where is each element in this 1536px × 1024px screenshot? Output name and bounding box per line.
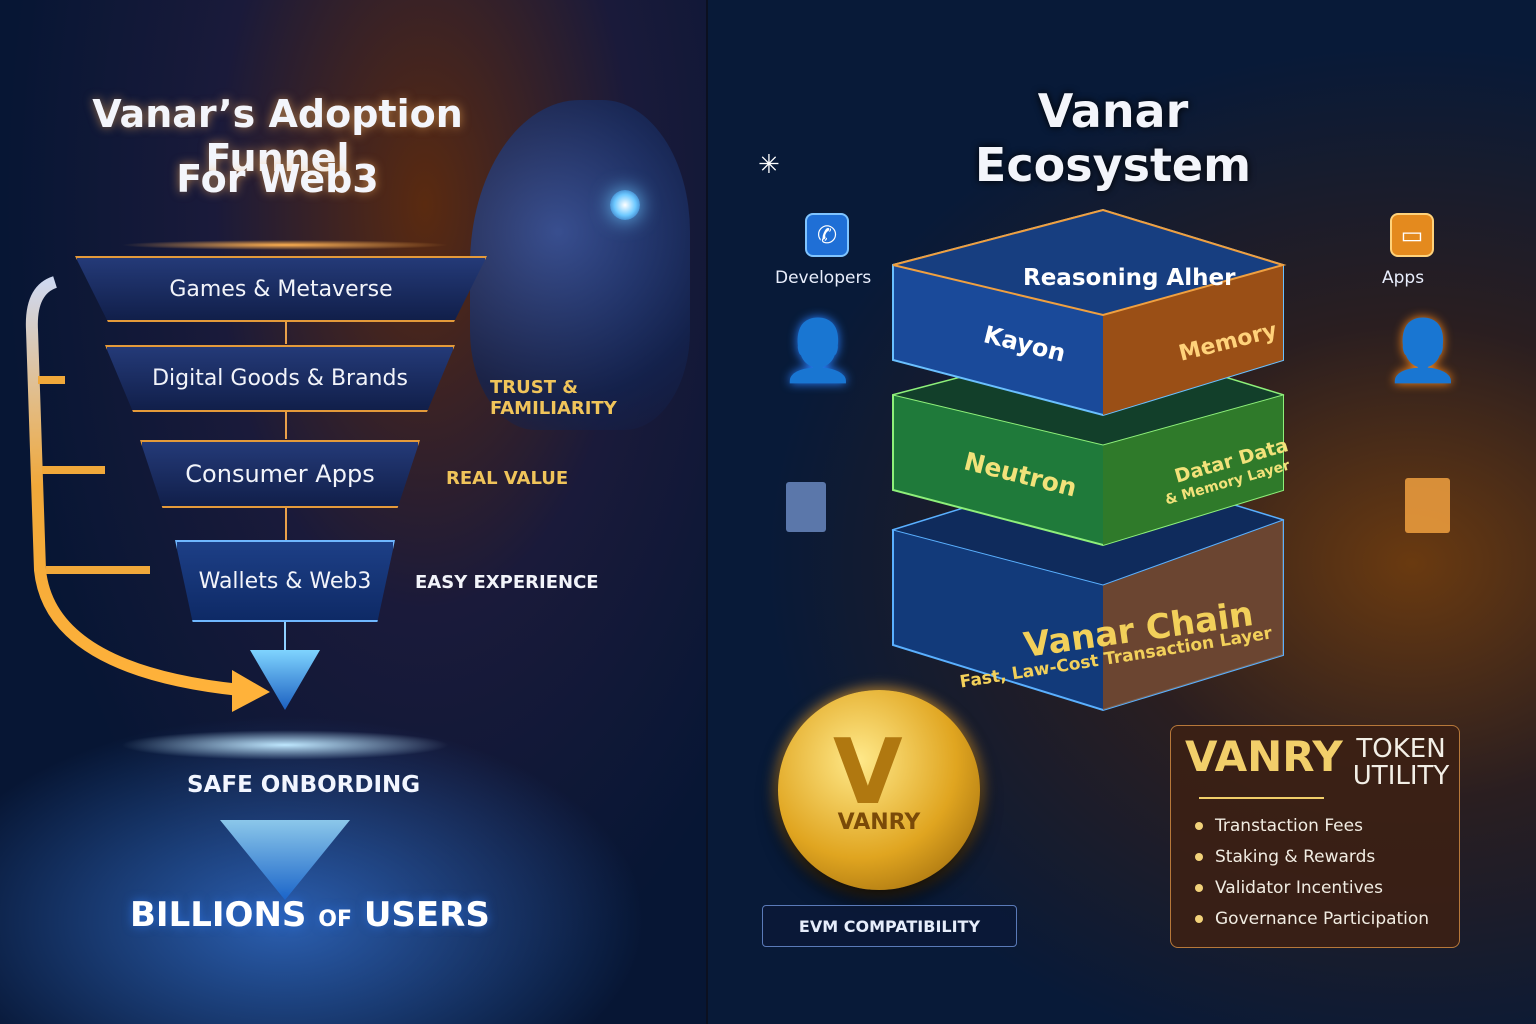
ai-head-illustration xyxy=(470,100,690,430)
vanry-coin: V VANRY xyxy=(778,690,980,890)
billions-users-heading: BILLIONS OF USERS xyxy=(130,895,490,935)
funnel-arrow xyxy=(284,622,286,662)
funnel-title: Vanar’s Adoption Funnel xyxy=(92,92,463,180)
ecosystem-panel: Vanar Ecosystem ✳ ✆ Developers 👤 ▭ Apps … xyxy=(708,0,1536,1024)
app-user-figures-icon: 👤 xyxy=(1385,316,1461,386)
item-text: Validator Incentives xyxy=(1215,878,1383,899)
onboarding-label: SAFE ONBORDING xyxy=(187,772,421,798)
funnel-stage-games: Games & Metaverse xyxy=(75,256,487,322)
funnel-arrow xyxy=(285,412,287,439)
document-icon xyxy=(786,482,826,532)
item-text: Transtaction Fees xyxy=(1215,816,1363,837)
token-word: TOKEN xyxy=(1356,734,1446,764)
side-label-value: REAL VALUE xyxy=(446,468,569,489)
ecosystem-title: Vanar Ecosystem xyxy=(974,84,1252,192)
layer-stack xyxy=(891,208,1287,712)
adoption-funnel-panel: Vanar’s Adoption Funnel For Web3 Games &… xyxy=(0,0,708,1024)
feedback-arrow-icon xyxy=(25,276,270,712)
evm-compatibility-badge: EVM COMPATIBILITY xyxy=(762,905,1017,947)
bullet-icon xyxy=(1195,822,1203,831)
onboarding-glow xyxy=(120,730,450,760)
panel-divider xyxy=(706,0,709,1024)
apps-label: Apps xyxy=(1382,268,1425,288)
token-utility-item: Staking & Rewards xyxy=(1185,842,1445,873)
bullet-icon xyxy=(1195,884,1203,893)
token-utility-item: Transtaction Fees xyxy=(1185,811,1445,842)
side-label-trust: TRUST & FAMILIARITY xyxy=(490,377,617,419)
funnel-arrow xyxy=(285,322,287,344)
funnel-stage-consumer-apps: Consumer Apps xyxy=(140,440,420,508)
glow-line xyxy=(120,240,450,250)
token-title-vanry: VANRY xyxy=(1185,732,1343,781)
side-label-experience: EASY EXPERIENCE xyxy=(415,572,599,593)
brain-chip-icon xyxy=(610,190,640,220)
funnel-subtitle: For Web3 xyxy=(176,157,379,201)
of-text: OF xyxy=(318,907,352,932)
funnel-stage-wallets: Wallets & Web3 xyxy=(175,540,395,622)
vanry-logo-icon: V xyxy=(833,720,903,825)
app-document-icon xyxy=(1405,478,1450,533)
token-utility-item: Validator Incentives xyxy=(1185,873,1445,904)
funnel-arrow xyxy=(285,508,287,540)
users-text: USERS xyxy=(363,895,490,935)
bullet-icon xyxy=(1195,915,1203,924)
header-underline xyxy=(1199,796,1324,799)
item-text: Staking & Rewards xyxy=(1215,847,1376,868)
reasoning-layer-label: Reasoning Alher xyxy=(1023,265,1236,291)
developers-icon: ✆ xyxy=(805,213,849,257)
coin-label: VANRY xyxy=(837,810,921,835)
apps-icon: ▭ xyxy=(1390,213,1434,257)
item-text: Governance Participation xyxy=(1215,909,1430,930)
utility-word: UTILITY xyxy=(1352,761,1450,792)
billions-text: BILLIONS xyxy=(130,895,307,935)
developer-figures-icon: 👤 xyxy=(780,316,856,386)
developers-label: Developers xyxy=(775,268,872,288)
token-utility-item: Governance Participation xyxy=(1185,904,1445,935)
sparkle-icon: ✳ xyxy=(758,150,780,180)
bullet-icon xyxy=(1195,853,1203,862)
